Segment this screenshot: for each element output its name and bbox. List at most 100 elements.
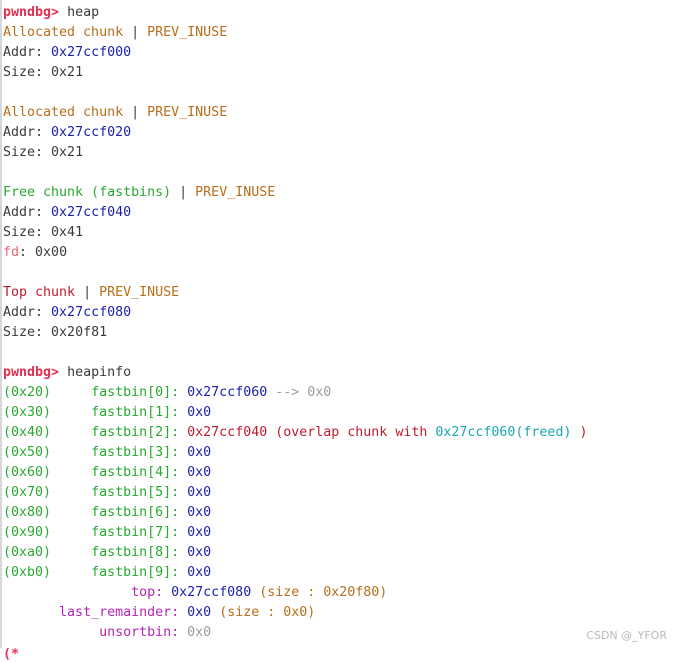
fastbin-row: (0x70) fastbin[5]: 0x0 xyxy=(3,483,675,503)
chunk-size: Size: 0x20f81 xyxy=(3,323,675,343)
fastbin-name: fastbin[1]: xyxy=(91,405,180,420)
chunk-type: Top chunk xyxy=(3,285,76,300)
unsortbin-label: unsortbin: xyxy=(99,625,180,640)
chunk-flag: PREV_INUSE xyxy=(147,105,228,120)
fastbin-name: fastbin[5]: xyxy=(91,485,180,500)
size-label: Size: xyxy=(3,225,44,240)
fastbin-size: (0x80) xyxy=(3,505,52,520)
separator: | xyxy=(83,285,92,300)
fastbin-row: (0xb0) fastbin[9]: 0x0 xyxy=(3,563,675,583)
fastbin-name: fastbin[8]: xyxy=(91,545,180,560)
fastbin-name: fastbin[2]: xyxy=(91,425,180,440)
blank-line xyxy=(3,263,675,283)
size-value: 0x20f81 xyxy=(51,325,108,340)
addr-value: 0x27ccf020 xyxy=(51,125,132,140)
size-label: Size: xyxy=(3,145,44,160)
chunk-flag: PREV_INUSE xyxy=(147,25,228,40)
fastbin-row: (0x80) fastbin[6]: 0x0 xyxy=(3,503,675,523)
blank-line xyxy=(3,83,675,103)
size-value: 0x21 xyxy=(51,145,84,160)
fastbin-size: (0x50) xyxy=(3,445,52,460)
unsortbin-value: 0x0 xyxy=(187,625,212,640)
fastbin-value: 0x0 xyxy=(187,465,212,480)
chunk-size: Size: 0x21 xyxy=(3,143,675,163)
chunk-addr: Addr: 0x27ccf040 xyxy=(3,203,675,223)
command-text: heapinfo xyxy=(67,365,132,380)
chunk-addr: Addr: 0x27ccf000 xyxy=(3,43,675,63)
chunk-flag: PREV_INUSE xyxy=(99,285,180,300)
fastbin-row: (0x50) fastbin[3]: 0x0 xyxy=(3,443,675,463)
fastbin-size: (0xb0) xyxy=(3,565,52,580)
chunk-size: Size: 0x41 xyxy=(3,223,675,243)
top-row: top: 0x27ccf080 (size : 0x20f80) xyxy=(3,583,675,603)
fastbin-value: 0x27ccf040 xyxy=(187,425,268,440)
fastbin-row: (0x30) fastbin[1]: 0x0 xyxy=(3,403,675,423)
fd-separator: : xyxy=(19,245,28,260)
separator: | xyxy=(131,105,140,120)
size-value: 0x41 xyxy=(51,225,84,240)
last-remainder-row: last_remainder: 0x0 (size : 0x0) xyxy=(3,603,675,623)
fastbin-name: fastbin[6]: xyxy=(91,505,180,520)
blank-line xyxy=(3,163,675,183)
prompt: pwndbg> xyxy=(3,365,60,380)
fastbin-name: fastbin[7]: xyxy=(91,525,180,540)
prompt: pwndbg> xyxy=(3,5,60,20)
separator: | xyxy=(131,25,140,40)
addr-value: 0x27ccf040 xyxy=(51,205,132,220)
chunk-header: Free chunk (fastbins) | PREV_INUSE xyxy=(3,183,675,203)
window-left-border xyxy=(0,0,2,648)
fastbin-row: (0x60) fastbin[4]: 0x0 xyxy=(3,463,675,483)
chunk-size: Size: 0x21 xyxy=(3,63,675,83)
terminal-output[interactable]: pwndbg> heap Allocated chunk | PREV_INUS… xyxy=(3,3,675,643)
chunk-fd: fd: 0x00 xyxy=(3,243,675,263)
fastbin-size: (0x70) xyxy=(3,485,52,500)
fastbin-value: 0x0 xyxy=(187,545,212,560)
chunk-header: Top chunk | PREV_INUSE xyxy=(3,283,675,303)
top-value: 0x27ccf080 xyxy=(171,585,252,600)
addr-value: 0x27ccf080 xyxy=(51,305,132,320)
unsortbin-row: unsortbin: 0x0 xyxy=(3,623,675,643)
fastbin-name: fastbin[0]: xyxy=(91,385,180,400)
fastbin-size: (0x60) xyxy=(3,465,52,480)
chunk-type: Allocated chunk xyxy=(3,25,124,40)
fastbin-value: 0x0 xyxy=(187,505,212,520)
chunk-flag: PREV_INUSE xyxy=(195,185,276,200)
chunk-addr: Addr: 0x27ccf080 xyxy=(3,303,675,323)
fastbin-size: (0x40) xyxy=(3,425,52,440)
addr-value: 0x27ccf000 xyxy=(51,45,132,60)
cut-off-next-line: (* xyxy=(3,647,20,662)
last-remainder-size: (size : 0x0) xyxy=(219,605,316,620)
fastbin-name: fastbin[4]: xyxy=(91,465,180,480)
fastbin-next: --> 0x0 xyxy=(275,385,332,400)
blank-line xyxy=(3,343,675,363)
fastbin-value: 0x0 xyxy=(187,405,212,420)
size-value: 0x21 xyxy=(51,65,84,80)
size-label: Size: xyxy=(3,325,44,340)
addr-label: Addr: xyxy=(3,305,44,320)
fastbin-name: fastbin[9]: xyxy=(91,565,180,580)
fastbin-row: (0x40) fastbin[2]: 0x27ccf040 (overlap c… xyxy=(3,423,675,443)
overlap-address: 0x27ccf060(freed) xyxy=(435,425,572,440)
fastbin-size: (0xa0) xyxy=(3,545,52,560)
fastbin-value: 0x27ccf060 xyxy=(187,385,268,400)
chunk-header: Allocated chunk | PREV_INUSE xyxy=(3,103,675,123)
fastbin-name: fastbin[3]: xyxy=(91,445,180,460)
prompt-line-heap: pwndbg> heap xyxy=(3,3,675,23)
top-label: top: xyxy=(131,585,164,600)
size-label: Size: xyxy=(3,65,44,80)
top-size: (size : 0x20f80) xyxy=(259,585,388,600)
overlap-note-close: ) xyxy=(579,425,588,440)
fastbin-row: (0x90) fastbin[7]: 0x0 xyxy=(3,523,675,543)
command-text: heap xyxy=(67,5,100,20)
fastbin-size: (0x30) xyxy=(3,405,52,420)
prompt-line-heapinfo: pwndbg> heapinfo xyxy=(3,363,675,383)
addr-label: Addr: xyxy=(3,205,44,220)
fastbin-row: (0xa0) fastbin[8]: 0x0 xyxy=(3,543,675,563)
fastbin-value: 0x0 xyxy=(187,565,212,580)
chunk-header: Allocated chunk | PREV_INUSE xyxy=(3,23,675,43)
chunk-type: Free chunk (fastbins) xyxy=(3,185,172,200)
fastbin-size: (0x90) xyxy=(3,525,52,540)
addr-label: Addr: xyxy=(3,45,44,60)
fd-label: fd xyxy=(3,245,20,260)
last-remainder-value: 0x0 xyxy=(187,605,212,620)
